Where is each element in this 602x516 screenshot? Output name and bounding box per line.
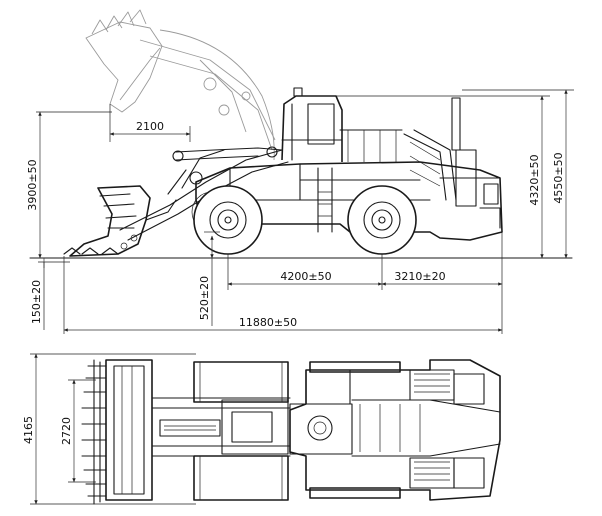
bucket-top [81,359,153,505]
top-view: 4165 2720 [22,353,501,505]
rear-tire-top-right [309,487,401,499]
lowered-bucket [63,185,177,257]
side-view: 2100 3900±50 4320±50 4550±50 4200±50 321… [26,9,574,334]
dim-overall-length: 11880±50 [239,316,297,329]
dim-wheelbase: 4200±50 [280,270,331,283]
cab [281,87,343,162]
exhaust-stack [451,97,461,151]
front-tire-top-right [193,455,289,501]
rear-wheel [347,185,417,255]
dim-dig-depth: 150±20 [30,280,43,324]
dim-dump-height: 3900±50 [26,159,39,210]
dim-overall-height-cab: 4320±50 [528,154,541,205]
front-tire-top-left [193,361,289,403]
raised-bucket-ghost [85,9,276,161]
front-wheel [193,185,263,255]
dim-overall-width: 4165 [22,416,35,444]
dim-rear-overhang: 3210±20 [394,270,445,283]
dim-bucket-raise-length: 2100 [136,120,164,133]
dim-overall-height-exhaust: 4550±50 [552,152,565,203]
dim-ground-clearance: 520±20 [198,276,211,320]
rear-tire-top-left [309,361,401,373]
dim-bucket-width: 2720 [60,417,73,445]
